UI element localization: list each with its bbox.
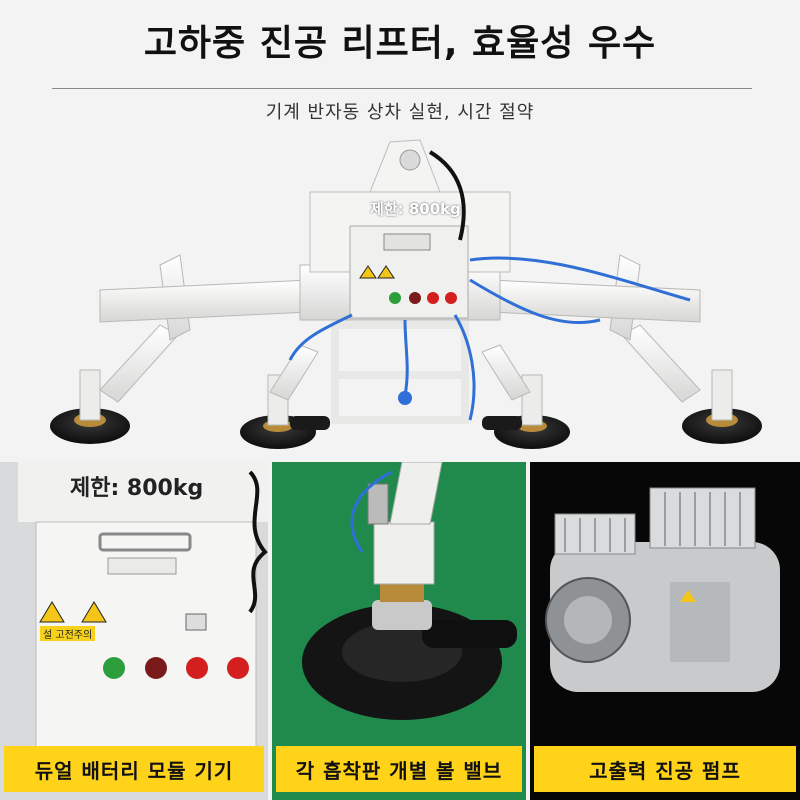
title-divider (52, 88, 752, 89)
caption-vacuum-pump: 고출력 진공 펌프 (534, 746, 796, 792)
ball-valve-photo (302, 462, 517, 720)
handles (290, 416, 522, 430)
vacuum-pump-photo (545, 487, 780, 692)
hero-limit-label: 제한: 800kg (370, 200, 461, 218)
caption-control-box: 듀얼 배터리 모듈 기기 (4, 746, 264, 792)
suction-cups (50, 408, 762, 449)
page-subtitle: 기계 반자동 상차 실현, 시간 절약 (265, 102, 535, 123)
warning-label: 설 고전주의 (40, 626, 96, 641)
caption-ball-valve: 각 흡착판 개별 볼 밸브 (276, 746, 522, 792)
page-title: 고하중 진공 리프터, 효율성 우수 (143, 23, 657, 64)
panel-ball-valve: 각 흡착판 개별 볼 밸브 (272, 462, 526, 800)
panel-vacuum-pump: 고출력 진공 펌프 (530, 462, 800, 800)
vacuum-lifter-illustration (50, 139, 762, 449)
panel-limit-label: 제한: 800kg (70, 476, 204, 501)
